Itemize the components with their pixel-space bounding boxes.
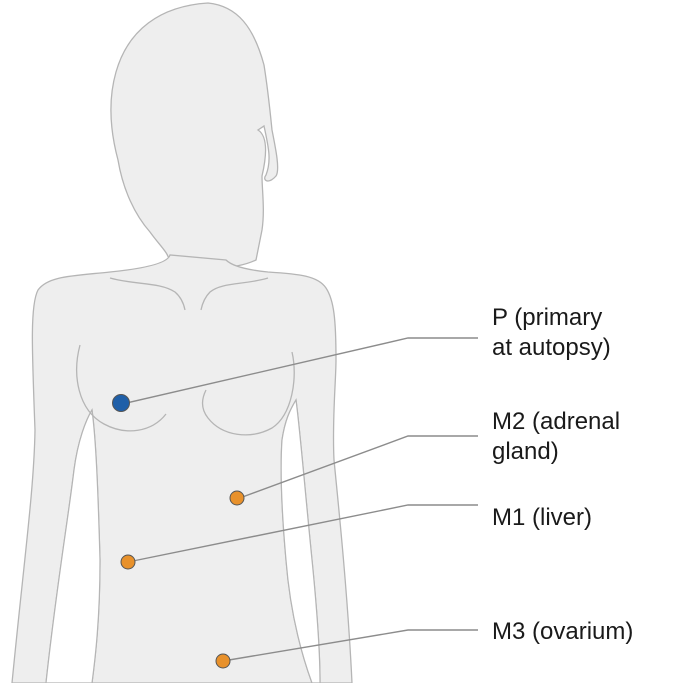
label-primary-at-autopsy: P (primary at autopsy) [492,303,611,363]
left-gap-shape [0,480,12,683]
label-p-line-2: at autopsy) [492,333,611,363]
head-hair-shape [111,3,278,268]
label-adrenal-gland: M2 (adrenal gland) [492,407,620,467]
label-ovarium: M3 (ovarium) [492,617,633,647]
label-m2-line-2: gland) [492,437,620,467]
label-liver: M1 (liver) [492,503,592,533]
label-m2-line-1: M2 (adrenal [492,407,620,437]
label-m1-line-1: M1 (liver) [492,503,592,533]
marker-m2-dot [230,491,244,505]
label-m3-line-1: M3 (ovarium) [492,617,633,647]
marker-m1-dot [121,555,135,569]
marker-m3-dot [216,654,230,668]
label-p-line-1: P (primary [492,303,611,333]
marker-p-dot [113,395,130,412]
